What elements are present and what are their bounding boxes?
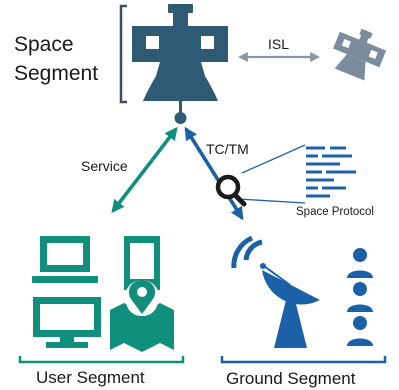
protocol-callout-line [241,144,306,174]
tc-tm-link-arrow [184,126,244,221]
service-label: Service [81,158,128,174]
protocol-callout-line [237,198,306,204]
ground-segment-bracket [220,356,387,364]
monitor-icon [33,297,101,348]
space-segment-label-line2: Segment [14,62,99,85]
people-icon [347,248,373,346]
magnifier-icon [215,174,247,207]
space-protocol-label: Space Protocol [296,206,374,218]
user-segment-bracket [18,356,185,364]
map-pin-icon [110,280,174,352]
ground-segment-label: Ground Segment [226,369,356,388]
secondary-satellite-icon [333,28,387,81]
space-segment-label: Space Segment [14,30,98,88]
space-segment-label-line1: Space [14,33,74,56]
isl-label: ISL [268,36,290,52]
protocol-data-lines-icon [306,146,356,198]
smartphone-icon [124,236,160,290]
laptop-icon [32,236,98,283]
space-segment-bracket [119,4,127,104]
tc-tm-label: TC/TM [206,141,249,157]
satellite-dish-icon [231,235,320,348]
service-link-arrow [111,126,178,214]
user-segment-label: User Segment [36,368,145,387]
main-satellite-icon [132,4,228,124]
